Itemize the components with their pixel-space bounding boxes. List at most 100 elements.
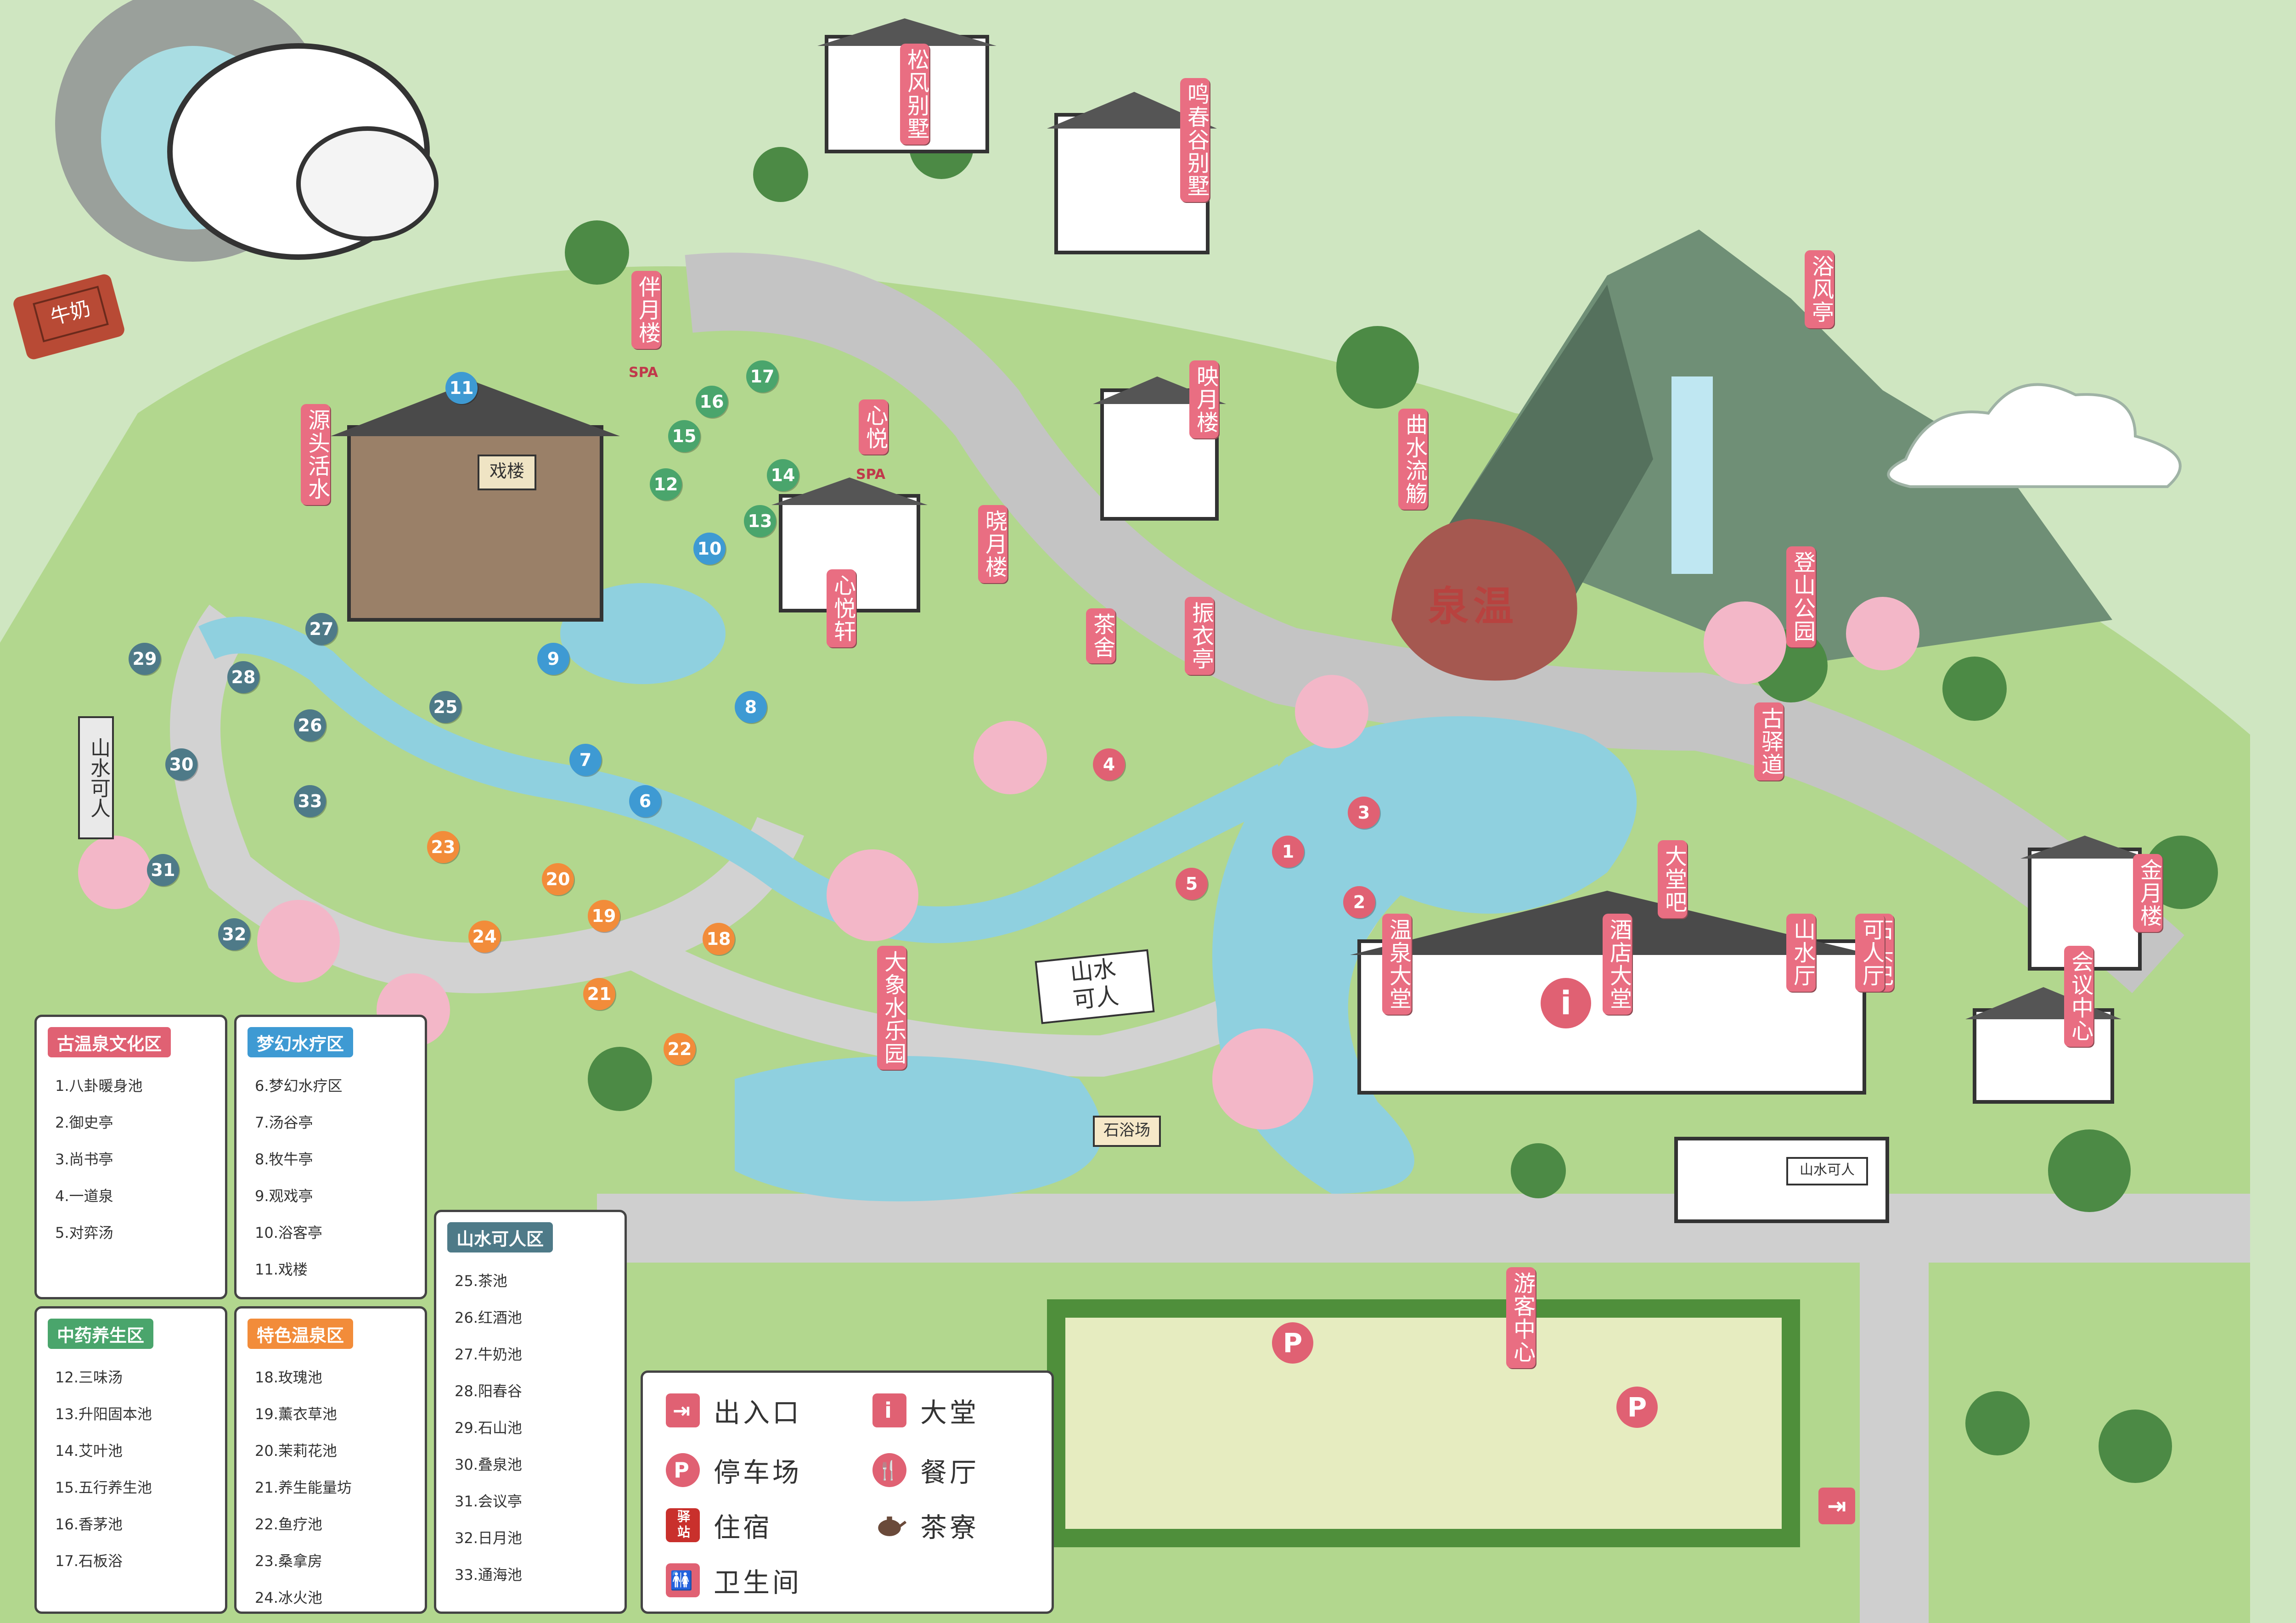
zone-spot-item[interactable]: 26.红酒池: [455, 1309, 522, 1326]
zone-spot-item[interactable]: 17.石板浴: [55, 1552, 123, 1570]
spot-marker-16[interactable]: 16: [696, 386, 728, 418]
spot-marker-11[interactable]: 11: [445, 372, 478, 404]
zone-spot-item[interactable]: 16.香茅池: [55, 1516, 123, 1533]
place-label[interactable]: 振衣亭: [1185, 597, 1214, 675]
spot-marker-17[interactable]: 17: [746, 360, 778, 393]
spot-marker-19[interactable]: 19: [588, 900, 620, 932]
zone-spot-item[interactable]: 29.石山池: [455, 1419, 522, 1437]
zone-spot-item[interactable]: 8.牧牛亭: [255, 1151, 313, 1168]
stream: [198, 617, 1294, 943]
zone-spot-item[interactable]: 15.五行养生池: [55, 1479, 152, 1496]
zone-spot-item[interactable]: 5.对弈汤: [55, 1224, 113, 1241]
spot-marker-8[interactable]: 8: [735, 691, 767, 723]
hot-spring-stone: [1391, 519, 1577, 681]
zone-spot-item[interactable]: 27.牛奶池: [455, 1346, 522, 1363]
place-label[interactable]: 登山公园: [1786, 546, 1816, 647]
zone-spot-item[interactable]: 18.玫瑰池: [255, 1369, 322, 1386]
zone-spot-item[interactable]: 25.茶池: [455, 1272, 507, 1290]
place-label[interactable]: 晓月楼: [978, 505, 1007, 583]
place-label[interactable]: 曲水流觞: [1398, 409, 1428, 510]
zone-spot-item[interactable]: 4.一道泉: [55, 1187, 113, 1205]
zone-spot-item[interactable]: 21.养生能量坊: [255, 1479, 352, 1496]
spot-marker-2[interactable]: 2: [1343, 886, 1375, 918]
zone-spot-item[interactable]: 2.御史亭: [55, 1114, 113, 1131]
place-label[interactable]: 浴风亭: [1805, 250, 1834, 328]
zone-spot-item[interactable]: 28.阳春谷: [455, 1382, 522, 1400]
spot-marker-26[interactable]: 26: [294, 709, 326, 741]
spot-marker-7[interactable]: 7: [569, 744, 602, 776]
place-label[interactable]: 心悦: [859, 399, 888, 455]
spot-marker-6[interactable]: 6: [629, 785, 661, 817]
place-label[interactable]: 茶舍: [1086, 608, 1115, 663]
zone-spot-item[interactable]: 9.观戏亭: [255, 1187, 313, 1205]
spot-marker-4[interactable]: 4: [1093, 748, 1125, 781]
zone-spot-item[interactable]: 31.会议亭: [455, 1493, 522, 1510]
spot-marker-13[interactable]: 13: [744, 505, 776, 537]
spot-marker-29[interactable]: 29: [129, 643, 161, 675]
dining-icon: 🍴: [872, 1453, 906, 1487]
spot-marker-23[interactable]: 23: [427, 831, 459, 863]
spot-marker-31[interactable]: 31: [147, 854, 179, 886]
place-label[interactable]: 鸣春谷别墅: [1180, 78, 1210, 202]
place-label[interactable]: 映月楼: [1189, 360, 1219, 438]
place-label[interactable]: 温泉大堂: [1382, 914, 1412, 1015]
spot-marker-12[interactable]: 12: [650, 468, 682, 500]
place-label[interactable]: 源头活水: [301, 404, 330, 505]
place-label[interactable]: 古驿道: [1754, 702, 1784, 781]
zone-spot-list: 18.玫瑰池 19.薰衣草池 20.茉莉花池 21.养生能量坊 22.鱼疗池 23.桑拿房…: [255, 1359, 352, 1616]
zone-spot-item[interactable]: 19.薰衣草池: [255, 1405, 337, 1423]
zone-spot-item[interactable]: 13.升阳固本池: [55, 1405, 152, 1423]
spot-marker-18[interactable]: 18: [703, 923, 735, 955]
pavilion-sign: 戏楼: [478, 455, 536, 490]
spot-marker-15[interactable]: 15: [668, 420, 700, 452]
zone-spot-item[interactable]: 10.浴客亭: [255, 1224, 322, 1241]
spot-marker-1[interactable]: 1: [1272, 836, 1304, 868]
spot-marker-33[interactable]: 33: [294, 785, 326, 817]
place-label[interactable]: 酒店大堂: [1603, 914, 1632, 1015]
spot-marker-5[interactable]: 5: [1176, 868, 1208, 900]
zone-spot-item[interactable]: 7.汤谷亭: [255, 1114, 313, 1131]
spot-marker-27[interactable]: 27: [305, 613, 338, 645]
place-label-sub: SPA: [629, 365, 658, 381]
info-icon: i: [1541, 978, 1591, 1028]
zone-spot-item[interactable]: 24.冰火池: [255, 1589, 322, 1606]
place-label[interactable]: 大象水乐园: [877, 946, 906, 1070]
zone-spot-item[interactable]: 23.桑拿房: [255, 1552, 322, 1570]
spot-marker-24[interactable]: 24: [468, 921, 501, 953]
spot-marker-32[interactable]: 32: [218, 918, 250, 950]
spot-marker-9[interactable]: 9: [537, 643, 569, 675]
spot-marker-3[interactable]: 3: [1348, 797, 1380, 829]
spot-marker-21[interactable]: 21: [583, 978, 615, 1010]
spot-marker-28[interactable]: 28: [227, 661, 259, 693]
spot-marker-22[interactable]: 22: [664, 1033, 696, 1065]
place-label[interactable]: 可人厅: [1855, 914, 1885, 992]
zone-spot-item[interactable]: 32.日月池: [455, 1529, 522, 1547]
place-label[interactable]: 大堂吧: [1658, 840, 1687, 918]
spot-marker-14[interactable]: 14: [767, 459, 799, 491]
place-label[interactable]: 游客中心: [1506, 1267, 1536, 1368]
zone-spot-item[interactable]: 11.戏楼: [255, 1261, 308, 1278]
place-label[interactable]: 山水厅: [1786, 914, 1816, 992]
spot-marker-20[interactable]: 20: [542, 863, 574, 895]
stone-bath-sign: 石浴场: [1093, 1116, 1161, 1147]
zone-spot-item[interactable]: 30.叠泉池: [455, 1456, 522, 1473]
zone-spot-item[interactable]: 3.尚书亭: [55, 1151, 113, 1168]
spot-marker-30[interactable]: 30: [165, 748, 197, 781]
zone-spot-item[interactable]: 20.茉莉花池: [255, 1442, 337, 1460]
place-label[interactable]: 金月楼: [2133, 854, 2162, 932]
zone-spot-item[interactable]: 1.八卦暖身池: [55, 1077, 143, 1095]
zone-spot-item[interactable]: 14.艾叶池: [55, 1442, 123, 1460]
zone-spot-item[interactable]: 33.通海池: [455, 1566, 522, 1584]
spot-marker-25[interactable]: 25: [429, 691, 461, 723]
zone-spot-item[interactable]: 12.三味汤: [55, 1369, 123, 1386]
spot-marker-10[interactable]: 10: [693, 533, 726, 565]
zone-spot-item[interactable]: 22.鱼疗池: [255, 1516, 322, 1533]
place-label[interactable]: 心悦轩: [827, 569, 856, 647]
entrance-exit-icon: ⇥: [1818, 1488, 1855, 1524]
place-label[interactable]: 会议中心: [2064, 946, 2093, 1047]
place-label[interactable]: 松风别墅: [900, 44, 929, 145]
place-label[interactable]: 伴月楼: [631, 271, 661, 349]
zone-spot-item[interactable]: 6.梦幻水疗区: [255, 1077, 343, 1095]
